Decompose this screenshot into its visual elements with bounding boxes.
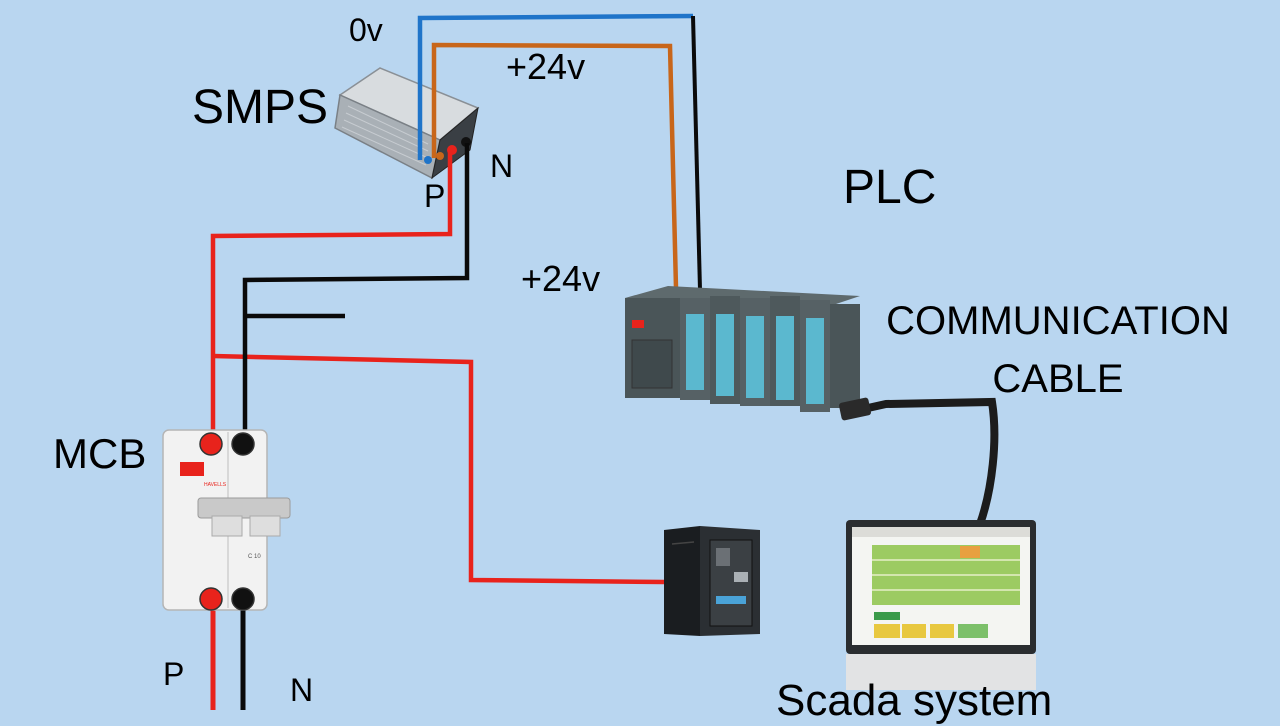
- phase-wire-branch: [212, 353, 665, 585]
- zero-v-wire: [417, 13, 694, 160]
- plus24v-top-label: +24v: [506, 46, 586, 87]
- zero-v-plc-wire: [691, 15, 702, 291]
- smps-n-terminal-label: N: [490, 148, 514, 184]
- supply-p-label: P: [163, 656, 185, 692]
- supply-n-label: N: [290, 672, 314, 708]
- phase-wire-smps: [210, 150, 453, 440]
- comm-label-line2: CABLE: [992, 357, 1124, 401]
- mcb-brand-label: HAVELLS: [204, 482, 227, 488]
- communication-cable-label: COMMUNICATION CABLE: [872, 292, 1244, 408]
- communication-cable: [846, 397, 999, 528]
- scada-system-label: Scada system: [776, 676, 1053, 725]
- plc-rack: [625, 286, 860, 412]
- pc-tower: [664, 526, 760, 636]
- plus24v-plc-label: +24v: [521, 258, 601, 299]
- plus24v-wire: [431, 42, 679, 289]
- smps-label: SMPS: [192, 81, 329, 134]
- zero-v-label: 0v: [349, 12, 383, 48]
- plc-label: PLC: [843, 161, 937, 214]
- mcb-label: MCB: [53, 430, 147, 477]
- smps-power-supply: [334, 67, 480, 180]
- comm-label-line1: COMMUNICATION: [886, 299, 1230, 343]
- scada-monitor: [846, 520, 1036, 690]
- smps-p-terminal-label: P: [424, 178, 446, 214]
- mcb-rating-label: C 10: [248, 554, 261, 560]
- mcb-breaker: [162, 429, 291, 611]
- neutral-wire-smps: [242, 143, 470, 440]
